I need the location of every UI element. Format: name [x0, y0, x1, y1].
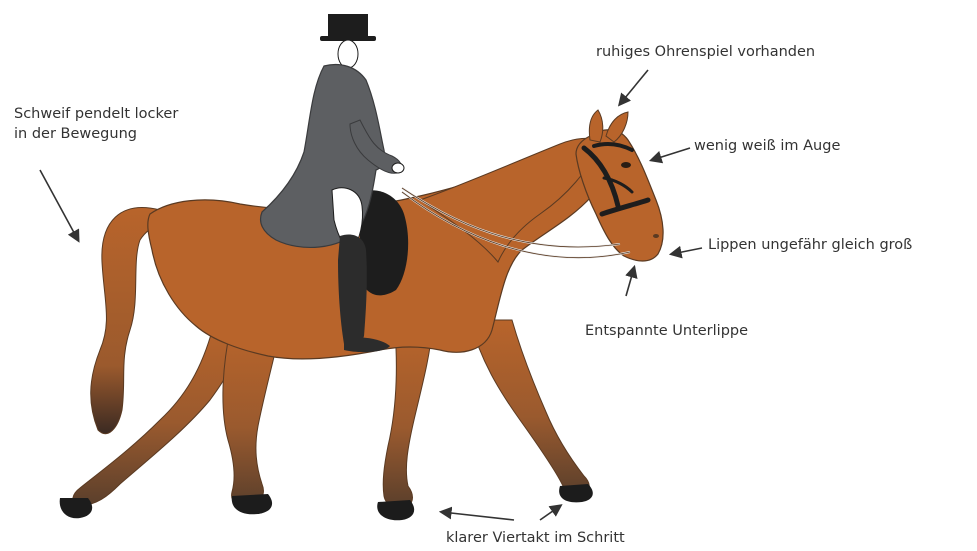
arrow-walk-right [540, 506, 560, 520]
hoof [232, 494, 272, 514]
fore-leg-far [470, 320, 589, 496]
arrow-lips [672, 248, 702, 254]
arrow-tail [40, 170, 78, 240]
label-lips: Lippen ungefähr gleich groß [708, 235, 912, 255]
label-tail-line2: in der Bewegung [14, 124, 178, 144]
top-hat [328, 14, 368, 38]
label-tail: Schweif pendelt locker in der Bewegung [14, 104, 178, 144]
arrow-lower-lip [626, 268, 634, 296]
rider-boot [338, 235, 367, 346]
rider-glove [392, 163, 404, 173]
rider-head [338, 40, 358, 68]
fore-leg-near [383, 330, 432, 508]
label-tail-line1: Schweif pendelt locker [14, 104, 178, 124]
arrow-eye [652, 148, 690, 160]
label-eye: wenig weiß im Auge [694, 136, 840, 156]
hoof [60, 498, 92, 518]
label-lower-lip: Entspannte Unterlippe [585, 321, 748, 341]
hoof [377, 500, 414, 520]
arrow-ears [620, 70, 648, 104]
horse-ear [589, 110, 603, 142]
horse-nostril [653, 234, 659, 238]
horse-eye [621, 162, 631, 168]
hoof [559, 484, 593, 502]
label-walk: klarer Viertakt im Schritt [446, 528, 625, 548]
label-ears: ruhiges Ohrenspiel vorhanden [596, 42, 815, 62]
arrow-walk-left [442, 512, 514, 520]
